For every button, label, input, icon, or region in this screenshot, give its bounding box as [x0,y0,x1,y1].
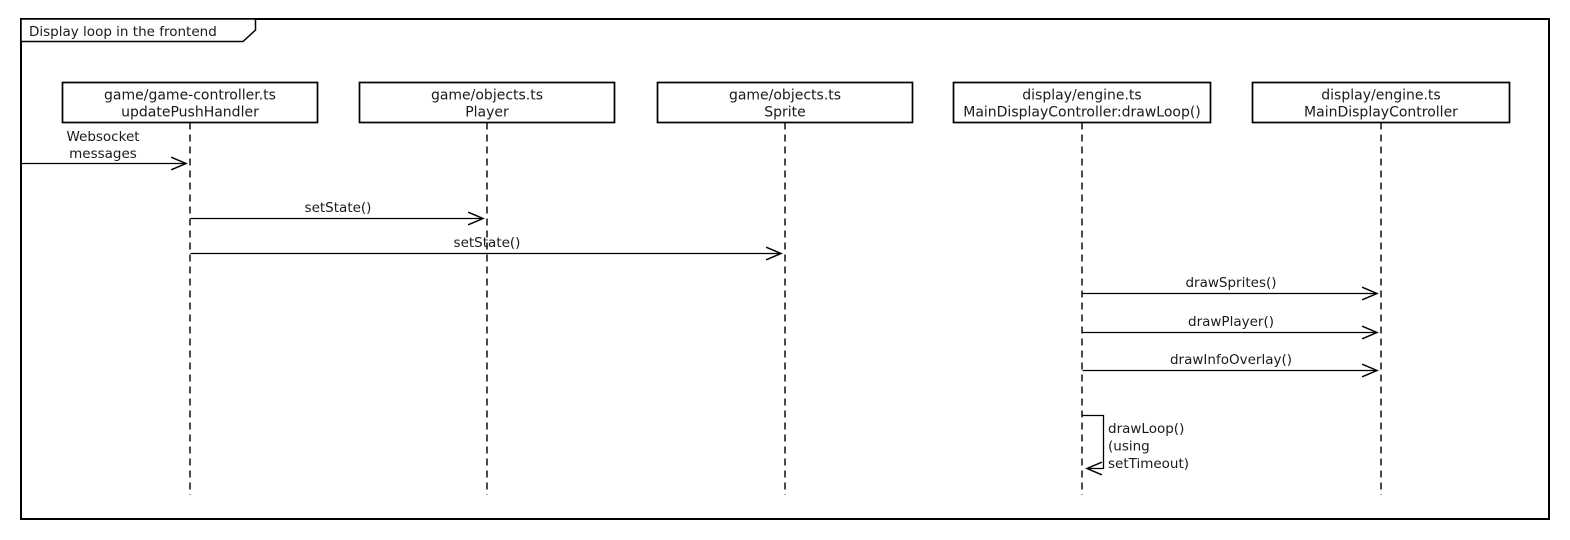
message-drawloop-self: drawLoop() (using setTimeout) [1082,414,1189,476]
participant-box [358,81,616,124]
frame-title-tab [20,18,257,43]
message-label: setState() [305,200,372,216]
participant-name-label: Player [465,105,509,121]
participant-drawloop: display/engine.ts MainDisplayController:… [952,81,1212,124]
participant-name-label: MainDisplayController [1304,105,1458,121]
message-setstate-sprite: setState() [190,235,783,261]
participant-file-label: game/objects.ts [729,88,841,104]
participant-box [61,81,319,124]
self-message-bracket [1082,414,1105,476]
participant-box [952,81,1212,124]
message-label-line2: (using [1108,439,1150,455]
message-drawplayer: drawPlayer() [1082,314,1379,340]
participant-file-label: game/game-controller.ts [104,88,276,104]
message-websocket: Websocket messages [21,129,188,171]
participant-name-label: MainDisplayController:drawLoop() [963,105,1201,121]
participant-name-label: updatePushHandler [121,105,259,121]
message-label-line1: drawLoop() [1108,421,1184,437]
message-setstate-player: setState() [190,200,485,226]
participant-file-label: display/engine.ts [1321,88,1440,104]
participant-updatePushHandler: game/game-controller.ts updatePushHandle… [61,81,319,124]
diagram-title: Display loop in the frontend [29,24,217,40]
participant-maindisplaycontroller: display/engine.ts MainDisplayController [1251,81,1511,124]
message-label-line3: setTimeout) [1108,456,1189,472]
participant-file-label: game/objects.ts [431,88,543,104]
message-drawsprites: drawSprites() [1082,275,1379,301]
participant-name-label: Sprite [764,105,806,121]
message-label-line2: messages [69,146,137,162]
message-label: setState() [454,235,521,251]
participant-box [656,81,914,124]
participant-box [1251,81,1511,124]
message-drawinfooverlay: drawInfoOverlay() [1082,352,1379,378]
message-label: drawPlayer() [1188,314,1274,330]
participant-player: game/objects.ts Player [358,81,616,124]
message-label: drawSprites() [1185,275,1276,291]
message-label: drawInfoOverlay() [1170,352,1292,368]
participant-sprite: game/objects.ts Sprite [656,81,914,124]
participant-file-label: display/engine.ts [1022,88,1141,104]
message-label-line1: Websocket [66,129,139,145]
